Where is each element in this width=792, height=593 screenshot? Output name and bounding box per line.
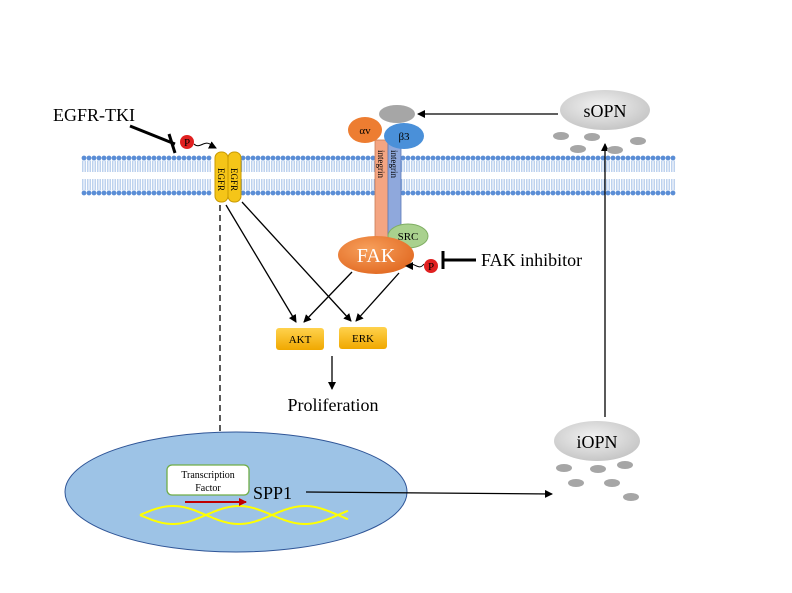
spp1-to-iopn-arrow bbox=[305, 489, 553, 498]
fak-label: FAK bbox=[357, 245, 396, 267]
beta-3-subunit: β3 bbox=[384, 123, 424, 149]
egfr-label-right: EGFR bbox=[229, 168, 239, 191]
integrin-label-left: integrin bbox=[376, 150, 386, 178]
sopn-particles bbox=[553, 132, 646, 154]
alpha-v-label: αv bbox=[359, 125, 371, 137]
egfr-tki-label: EGFR-TKI bbox=[53, 105, 135, 125]
cell-membrane bbox=[81, 155, 676, 196]
signaling-arrows bbox=[216, 201, 400, 463]
dna-helix bbox=[139, 505, 349, 525]
erk-node: ERK bbox=[339, 327, 387, 349]
egfr-tki-inhibition bbox=[129, 124, 177, 154]
egfr-phospho: P bbox=[180, 135, 217, 149]
iopn-label: iOPN bbox=[576, 432, 617, 452]
opn-bound-ligand bbox=[379, 105, 415, 123]
iopn-node: iOPN bbox=[554, 421, 640, 461]
akt-node: AKT bbox=[276, 328, 324, 350]
integrin-receptor: integrin integrin bbox=[374, 139, 402, 246]
fak-phospho: P bbox=[405, 259, 438, 273]
src-label: SRC bbox=[398, 231, 419, 243]
sopn-node: sOPN bbox=[560, 90, 650, 130]
alpha-v-subunit: αv bbox=[348, 117, 382, 143]
erk-label: ERK bbox=[352, 333, 374, 345]
fak-inhibition bbox=[441, 251, 476, 269]
transcription-factor-line1: Transcription bbox=[181, 470, 235, 481]
iopn-particles bbox=[556, 461, 639, 501]
proliferation-label: Proliferation bbox=[288, 395, 379, 415]
sopn-label: sOPN bbox=[583, 101, 626, 121]
spp1-label: SPP1 bbox=[253, 483, 292, 503]
akt-label: AKT bbox=[289, 334, 312, 346]
egfr-label-left: EGFR bbox=[216, 168, 226, 191]
egfr-phospho-label: P bbox=[184, 137, 190, 149]
fak-node: FAK bbox=[338, 236, 414, 274]
fak-phospho-label: P bbox=[428, 261, 434, 273]
integrin-label-right: integrin bbox=[389, 150, 399, 178]
egfr-receptor: EGFR EGFR bbox=[214, 151, 242, 203]
transcription-factor-line2: Factor bbox=[195, 483, 221, 494]
transcription-factor: Transcription Factor bbox=[166, 464, 250, 496]
beta-3-label: β3 bbox=[398, 131, 410, 143]
fak-inhibitor-label: FAK inhibitor bbox=[481, 250, 582, 270]
